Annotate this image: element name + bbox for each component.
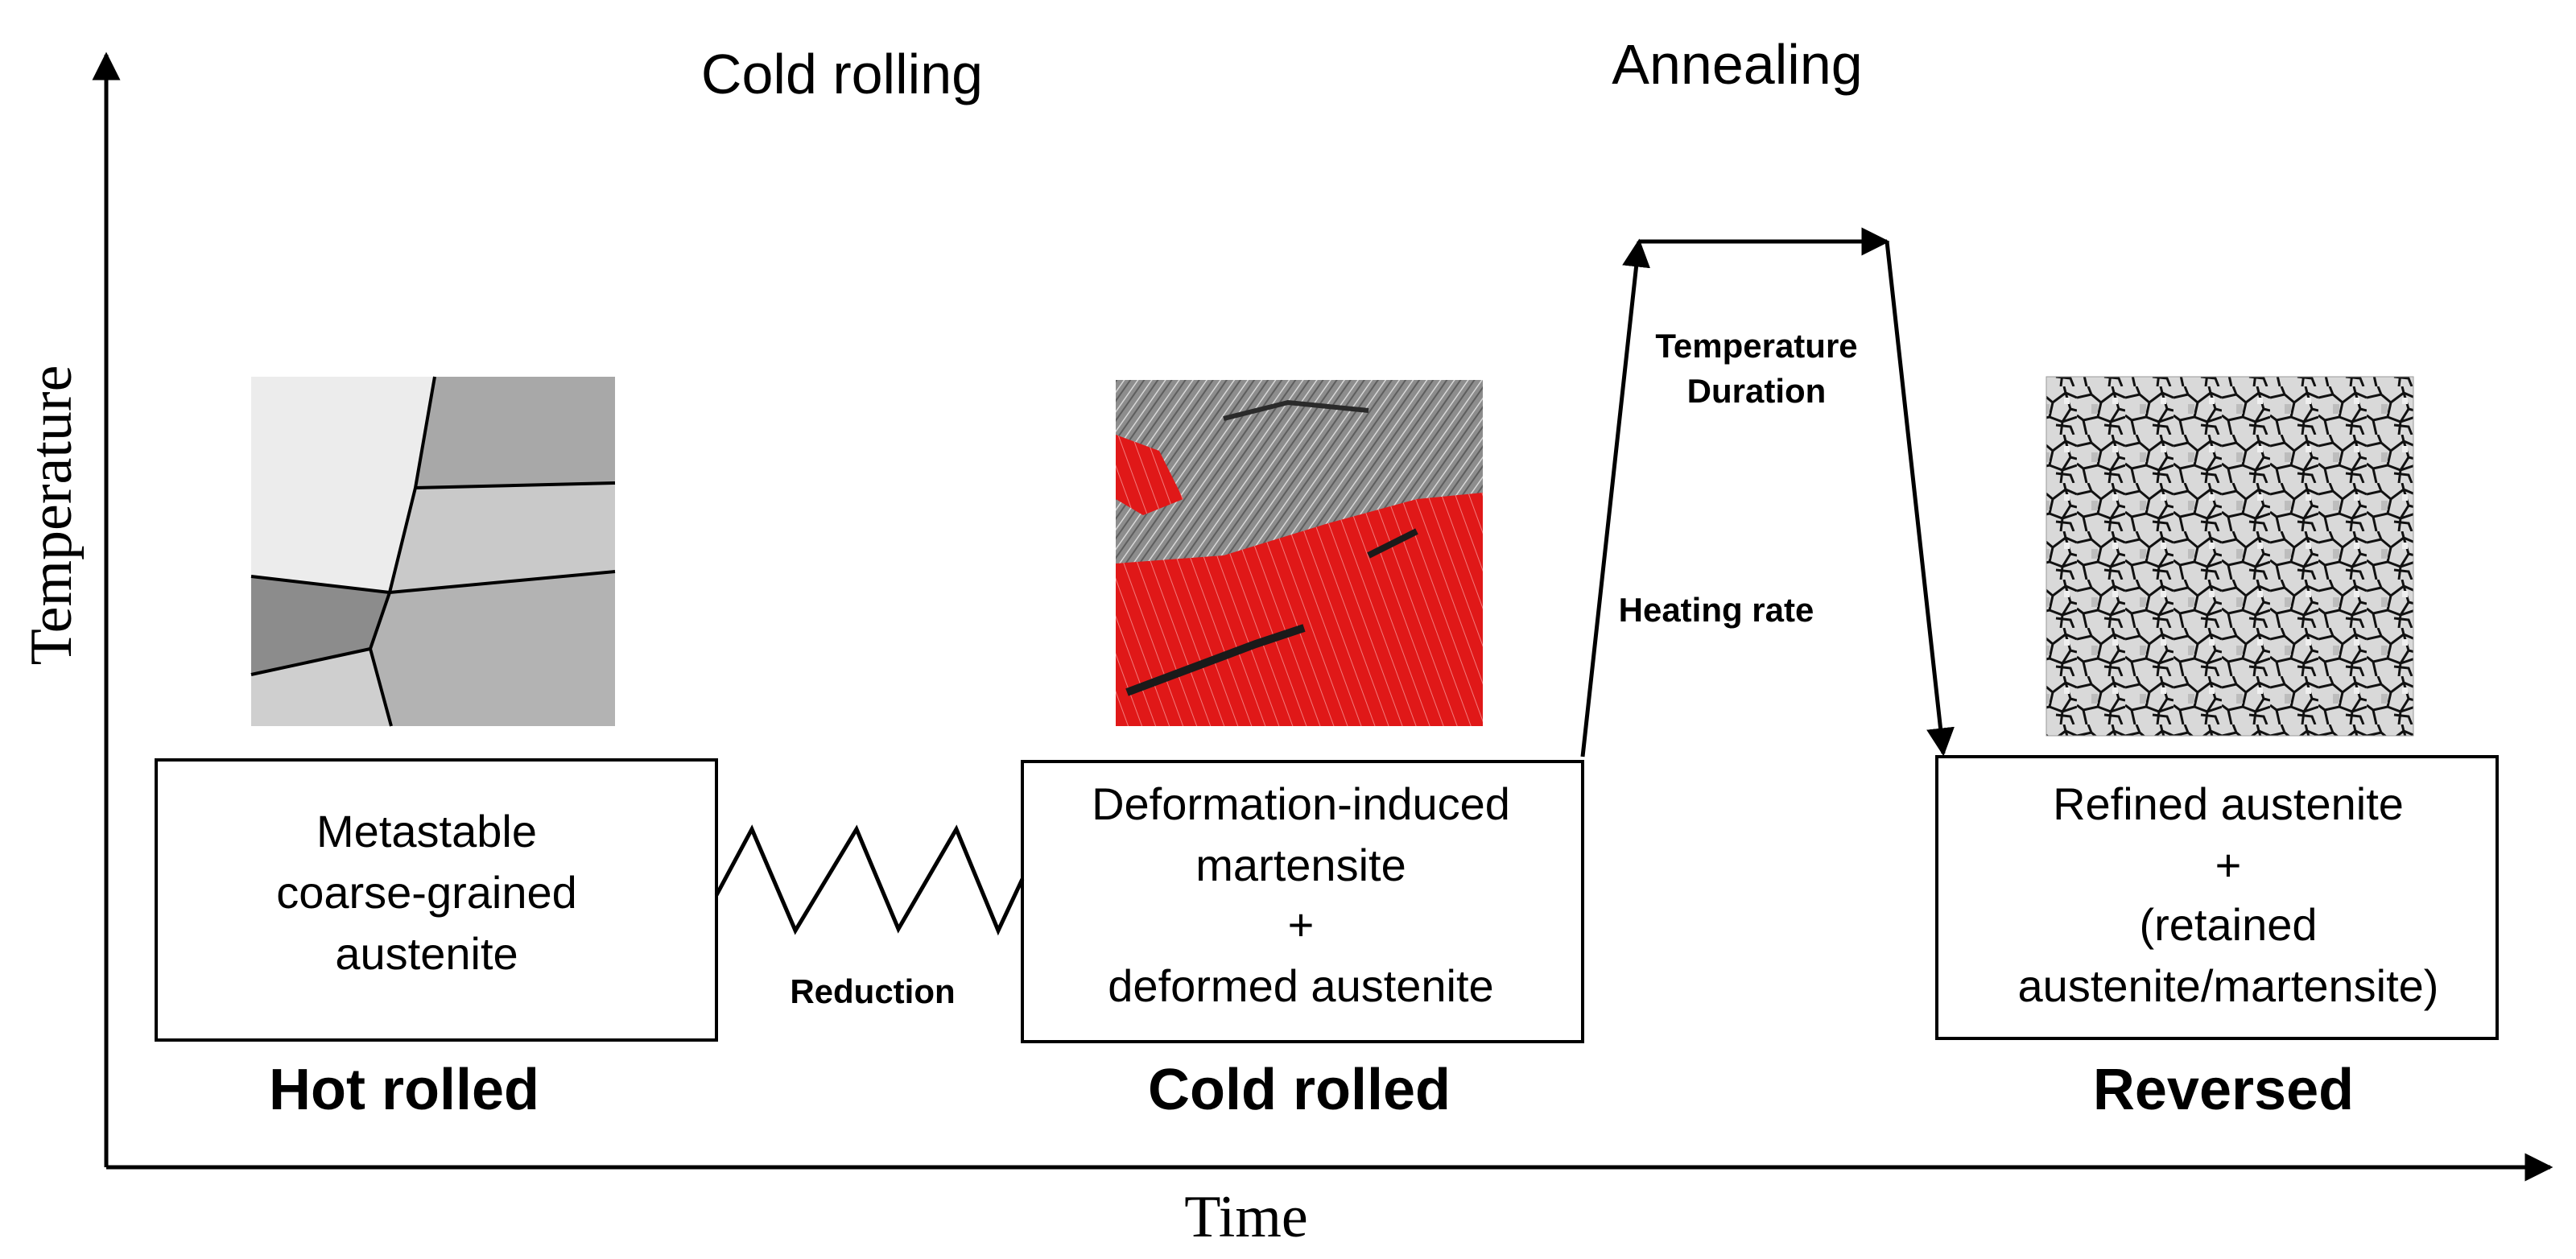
reversed-line-4: austenite/martensite) — [2018, 960, 2439, 1011]
phase-annealing: Annealing — [1612, 33, 1862, 96]
reduction-label: Reduction — [790, 972, 955, 1010]
box-reversed — [1935, 755, 2499, 1040]
reduction-zigzag — [714, 824, 1025, 936]
cold-rolled-line-1: Deformation-induced — [1092, 778, 1510, 829]
heating-ramp — [1580, 238, 1650, 757]
stage-title-reversed: Reversed — [2093, 1058, 2354, 1122]
box-hot-rolled — [155, 758, 718, 1042]
cold-rolled-line-4: deformed austenite — [1108, 960, 1493, 1011]
reversed-line-1: Refined austenite — [2053, 778, 2404, 829]
micrograph-reversed — [2046, 376, 2414, 737]
micrograph-cold-rolled — [1116, 380, 1483, 726]
heating-rate-label: Heating rate — [1619, 591, 1814, 629]
stage-title-hot-rolled: Hot rolled — [269, 1058, 539, 1122]
stage-title-cold-rolled: Cold rolled — [1148, 1058, 1451, 1122]
duration-param-label: Duration — [1687, 372, 1827, 410]
hot-rolled-line-1: Metastable — [316, 806, 537, 857]
y-axis-label: Temperature — [19, 365, 85, 666]
temperature-param-label: Temperature — [1655, 327, 1857, 365]
micrograph-hot-rolled — [250, 376, 616, 727]
cooling-ramp — [1885, 241, 1955, 757]
cold-rolled-line-3: + — [1288, 899, 1315, 950]
box-cold-rolled — [1021, 760, 1584, 1043]
phase-cold-rolling: Cold rolling — [701, 43, 983, 105]
cold-rolled-line-2: martensite — [1195, 840, 1406, 890]
hot-rolled-line-3: austenite — [335, 928, 518, 979]
reversed-line-3: (retained — [2139, 899, 2317, 950]
reversed-line-2: + — [2215, 840, 2242, 890]
x-axis-label: Time — [1184, 1184, 1308, 1250]
hot-rolled-line-2: coarse-grained — [276, 867, 577, 918]
